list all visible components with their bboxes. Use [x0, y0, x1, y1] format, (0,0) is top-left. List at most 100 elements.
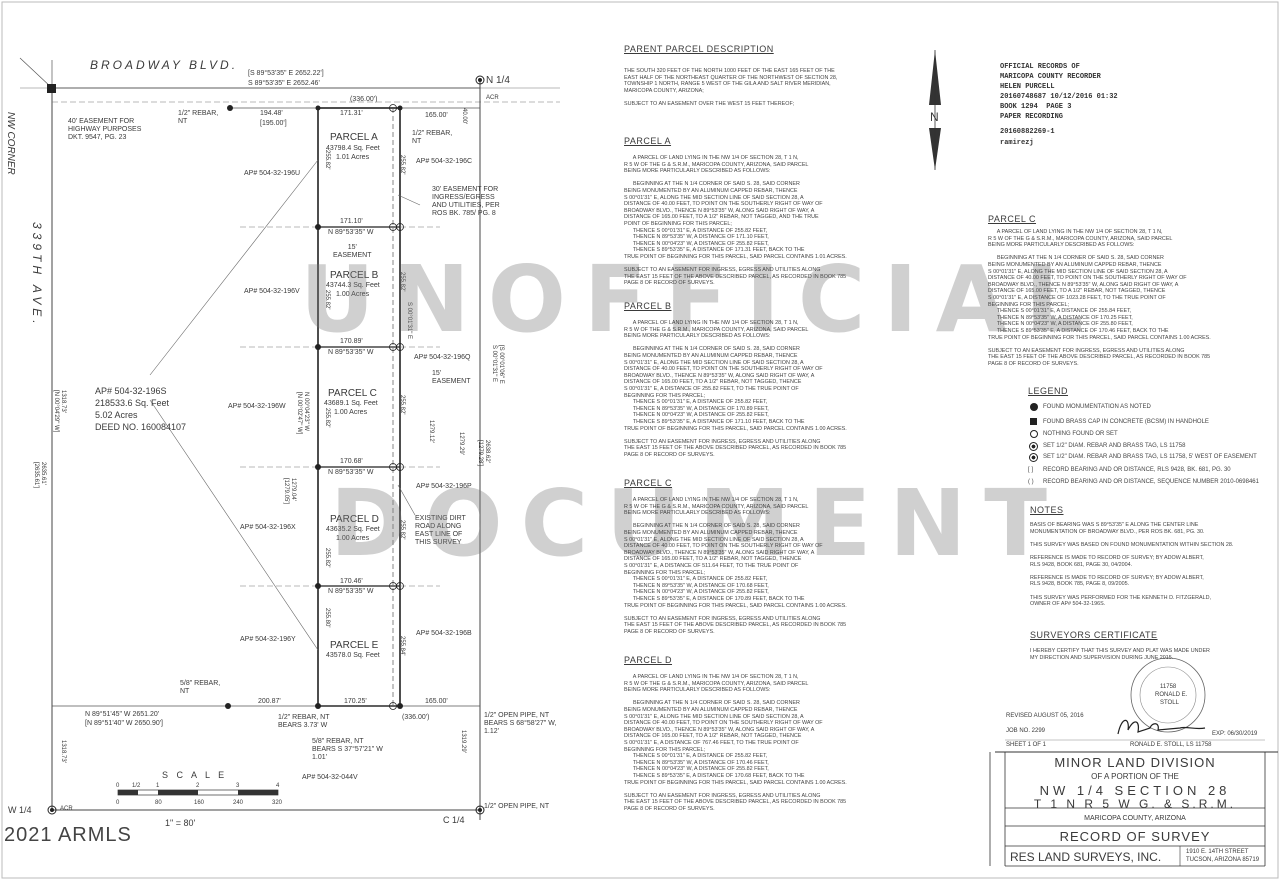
bottom-record-distance: [N 89°51'40" W 2650.90'] [85, 720, 164, 727]
scale-bar [117, 789, 279, 796]
parcel-area: 43578.0 Sq. Feet [326, 652, 380, 659]
dim-165-bottom: 165.00' [425, 698, 448, 705]
job-number: JOB NO. 2299 [1006, 728, 1046, 734]
bearing-4: N 89°53'35" W [328, 588, 374, 595]
bearing-2: N 89°53'35" W [328, 349, 374, 356]
seal-expiration: EXP: 06/30/2019 [1212, 731, 1258, 737]
ap-196w: AP# 504-32-196W [228, 403, 286, 410]
ap-196c: AP# 504-32-196C [416, 158, 473, 165]
signature-stroke [1117, 719, 1206, 735]
set-rebar-icon [1029, 442, 1038, 451]
side-len-6: 255.82' [324, 408, 330, 428]
easement-15-a: 15' EASEMENT [333, 244, 372, 259]
left-dim-bottom: 1318.73' [60, 740, 66, 763]
recording-info: OFFICIAL RECORDS OF MARICOPA COUNTY RECO… [1000, 63, 1118, 121]
bottom-distance: N 89°51'45" W 2651.20' [85, 711, 160, 718]
seal-number: 11758 [1160, 684, 1177, 690]
surveyor-name: RONALD E. STOLL, LS 11758 [1130, 742, 1212, 748]
surveyors-certificate-title: SURVEYORS CERTIFICATE [1030, 630, 1158, 640]
width-a: 171.31' [340, 110, 363, 117]
ingress-easement: 30' EASEMENT FOR INGRESS/EGRESS AND UTIL… [432, 186, 500, 217]
legend-item-1: FOUND MONUMENTATION AS NOTED [1043, 404, 1151, 410]
record-top-distance: [S 89°53'35" E 2652.22'] [248, 70, 324, 77]
side-len-8: 255.82' [324, 548, 330, 568]
parcel-area: 43744.3 Sq. Feet [326, 282, 380, 289]
ap-196p: AP# 504-32-196P [416, 483, 472, 490]
surveyors-certificate-text: I HEREBY CERTIFY THAT THIS SURVEY AND PL… [1030, 648, 1210, 661]
legend-item-6: RECORD BEARING AND OR DISTANCE, RLS 9428… [1043, 467, 1231, 473]
company-address-1: 1910 E. 14TH STREET [1186, 849, 1249, 855]
nw-corner-label: NW CORNER [5, 112, 16, 175]
copyright-watermark: 2021 ARMLS [4, 824, 132, 846]
brass-cap-icon [1030, 418, 1037, 425]
company-address-2: TUCSON, ARIZONA 85719 [1186, 857, 1260, 863]
left-dim-1: 1318.73' [N 00°04'29" W] [53, 390, 66, 433]
parcel-a-text: A PARCEL OF LAND LYING IN THE NW 1/4 OF … [624, 155, 847, 287]
dim-1279-12: 1279.12' [428, 420, 434, 443]
ap-196b: AP# 504-32-196B [416, 630, 472, 637]
dim-194-48: 194.48' [260, 110, 283, 117]
parcel-name: PARCEL D [330, 514, 379, 525]
dirt-road-note: EXISTING DIRT ROAD ALONG EAST LINE OF TH… [415, 515, 466, 546]
dim-336-top: (336.00') [350, 96, 378, 103]
parcel-d-text: A PARCEL OF LAND LYING IN THE NW 1/4 OF … [624, 674, 847, 812]
parcel-name: PARCEL B [330, 270, 379, 281]
parcel-e-text: A PARCEL OF LAND LYING IN THE NW 1/4 OF … [988, 229, 1211, 367]
dim-40: 40.00' [461, 108, 467, 125]
scale-label: S C A L E [162, 770, 228, 780]
rebar-nt-left: 1/2" REBAR, NT [178, 110, 219, 125]
avenue-label: 339TH AVE. [30, 222, 44, 328]
dim-170-25: 170.25' [344, 698, 367, 705]
scale-top-tick-5: 4 [276, 783, 280, 789]
acr-label-n: ACR [486, 95, 499, 101]
sheet-number: SHEET 1 OF 1 [1006, 742, 1046, 748]
rebar-58-bears: 5/8" REBAR, NT BEARS S 37°57'21" W 1.01' [312, 738, 383, 761]
bracket-symbol: [ ] [1028, 467, 1034, 473]
rebar-nt-right: 1/2" REBAR, NT [412, 130, 453, 145]
parcel-a-title: PARCEL A [624, 136, 672, 146]
title-line-6: RECORD OF SURVEY [1059, 829, 1211, 844]
parcel-acres: 1.00 Acres [336, 535, 370, 542]
right-mid-dims: 2638.62' [1279.28'] [477, 440, 490, 467]
dim-1279-04: 1279.04' [1279.05'] [283, 478, 296, 505]
unofficial-watermark: UNOFFICIAL [300, 246, 1102, 353]
street-label: BROADWAY BLVD. [90, 58, 239, 72]
rebar-58: 5/8" REBAR, NT [180, 680, 221, 695]
nothing-found-icon [1030, 430, 1038, 438]
ap-044v: AP# 504-32-044V [302, 774, 358, 781]
north-arrow-icon [929, 50, 941, 170]
nw-corner-monument-icon [47, 84, 56, 93]
legend-item-5: SET 1/2" DIAM. REBAR AND BRASS TAG, LS 1… [1043, 454, 1257, 460]
open-pipe-1: 1/2" OPEN PIPE, NT BEARS S 68°58'27" W, … [484, 712, 557, 735]
ap-196x: AP# 504-32-196X [240, 524, 296, 531]
scale-tick-1: 80 [155, 800, 162, 806]
c-quarter-label: C 1/4 [443, 815, 465, 825]
legend-item-4: SET 1/2" DIAM. REBAR AND BRASS TAG, LS 1… [1043, 443, 1186, 449]
north-label: N [930, 110, 939, 124]
scale-top-tick-1: 1/2 [132, 783, 141, 789]
side-len-5: 255.82' [399, 395, 405, 415]
parcel-area: 43635.2 Sq. Feet [326, 526, 380, 533]
easement-15-b: 15' EASEMENT [432, 370, 471, 385]
parcel-area: 43798.4 Sq. Feet [326, 145, 380, 152]
n-quarter-label: N 1/4 [486, 75, 510, 86]
ap-196v: AP# 504-32-196V [244, 288, 300, 295]
highway-easement: 40' EASEMENT FOR HIGHWAY PURPOSES DKT. 9… [68, 118, 142, 141]
bearing-1: N 89°53'35" W [328, 229, 374, 236]
side-len-10: 255.84' [399, 636, 405, 656]
scale-top-tick-0: 0 [116, 783, 120, 789]
acr-label-w: ACR [60, 806, 73, 812]
document-watermark: DOCUMENT [330, 470, 1065, 577]
legend-item-2: FOUND BRASS CAP IN CONCRETE (BCSM) IN HA… [1043, 419, 1209, 425]
bearing-3: N 89°53'35" W [328, 469, 374, 476]
left-dim-2: 2635.61' [2635.61'] [33, 462, 46, 489]
width-c: 170.89' [340, 338, 363, 345]
width-b: 171.10' [340, 218, 363, 225]
scale-tick-0: 0 [116, 800, 120, 806]
title-line-5: MARICOPA COUNTY, ARIZONA [1084, 815, 1186, 822]
scale-top-tick-3: 2 [196, 783, 200, 789]
recording-user: ramirezj [1000, 139, 1034, 147]
rebar-bears: 1/2" REBAR, NT BEARS 3.73' W [278, 714, 330, 729]
